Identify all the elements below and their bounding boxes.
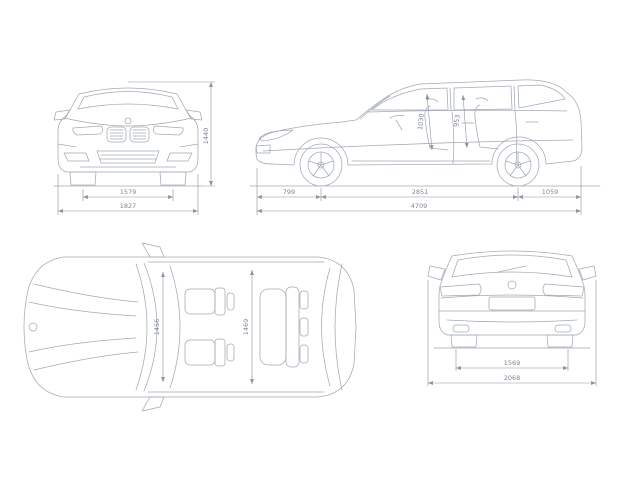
top-view: 1456 1469	[23, 242, 357, 412]
side-overall-length-label: 4709	[411, 202, 428, 210]
top-interior-width-front-label: 1456	[153, 319, 161, 336]
side-dimensions: 1030 953 799 2851 1059 4709	[256, 93, 582, 215]
side-view: 1030 953 799 2851 1059 4709	[249, 79, 601, 215]
rear-width-mirrors-dim-label: 2068	[504, 374, 521, 382]
front-height-dim-label: 1440	[202, 128, 210, 145]
rear-roundel-icon	[507, 280, 517, 290]
top-car-outline	[23, 242, 357, 412]
rear-view: 1569 2068	[427, 250, 597, 386]
front-car-outline	[53, 87, 203, 187]
side-interior-height-rear-label: 953	[452, 114, 461, 127]
front-width-dim-label: 1827	[120, 202, 137, 210]
side-front-overhang-label: 799	[283, 188, 295, 196]
top-interior-width-rear-label: 1469	[242, 319, 250, 336]
rear-dimensions: 1569 2068	[427, 280, 597, 386]
side-rear-overhang-label: 1059	[542, 188, 559, 196]
rear-track-dim-label: 1569	[504, 359, 521, 367]
rear-car-outline	[427, 250, 597, 349]
front-view: 1579 1827 1440	[53, 81, 215, 215]
top-dimensions: 1456 1469	[153, 270, 254, 384]
side-interior-height-front-label: 1030	[416, 113, 426, 130]
front-roundel-icon	[124, 117, 132, 125]
side-car-outline	[249, 79, 601, 187]
front-track-dim-label: 1579	[120, 188, 137, 196]
top-roundel-icon	[28, 322, 38, 332]
front-dimensions: 1579 1827 1440	[57, 81, 215, 215]
side-wheelbase-label: 2851	[412, 188, 429, 196]
